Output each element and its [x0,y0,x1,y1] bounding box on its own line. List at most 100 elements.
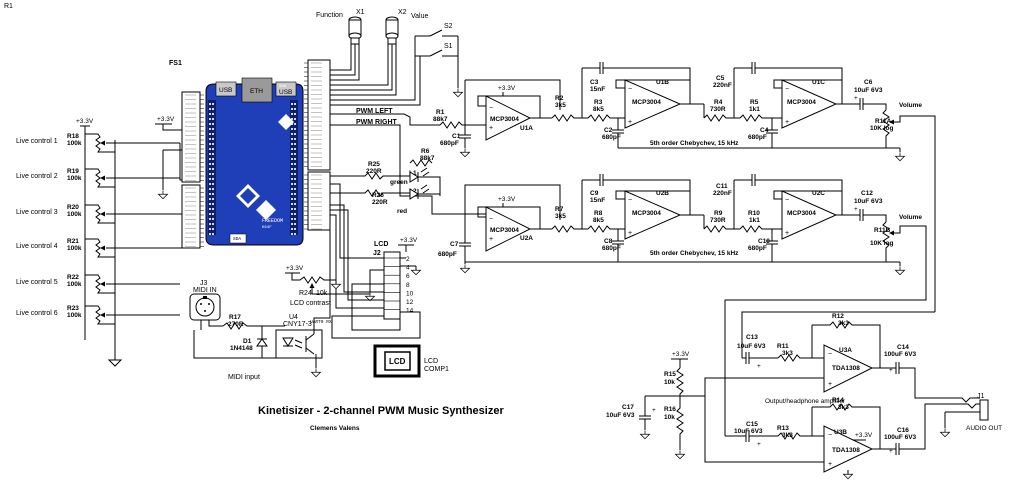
svg-text:+: + [757,363,761,370]
filter-channel-b: C7 680pF +3.3V − + MCP3004 U2A R7 3k5 C9… [438,148,927,436]
lcd-supply-label: +3.3V [400,237,418,244]
encoder-2-label: Value [411,13,428,20]
c15-ref: C15 [746,421,758,428]
u1a-supply-label: +3.3V [498,85,516,92]
r5-value: 1k1 [749,106,760,113]
svg-text:+: + [652,407,656,414]
pot-value: 100k [67,312,82,319]
lcd-header-label: LCD [374,241,388,248]
svg-text:−: − [489,105,493,112]
c10-value: 680pF [748,245,767,252]
pot-row-4: Live control 4 R21 100k [16,238,180,258]
c8-value: 680pF [602,245,621,252]
pwm-signals: PWM LEFT PWM RIGHT R6 88k7 [330,108,438,215]
r3-value: 8k5 [593,106,604,113]
output-amplifier: C13 10uF 6V3 + R11 3k3 R12 3k3 − + U3A T… [606,311,1002,480]
c2-ref: C2 [604,127,613,134]
c17-value: 10uF 6V3 [606,412,635,419]
board-supply-label: +3.3V [157,116,175,123]
svg-text:−: − [828,432,832,439]
pot-a-value: 10K log [870,125,894,132]
r15-value: 10k [664,379,675,386]
live-control-label: Live control 5 [16,279,58,286]
opamp-u1c-icon [781,79,838,129]
pot-row-1: Live control 1 R18 100k [16,133,180,153]
c12-ref: C12 [861,190,873,197]
contrast-label: LCD contrast [290,300,331,307]
svg-text:+: + [628,230,632,237]
r17-ref: R17 [229,314,241,321]
r13-ref: R13 [777,425,789,432]
pot-b-value: 10K log [870,240,894,247]
encoder-knob-icon [348,16,362,45]
header-pin-lines [185,62,322,247]
r1-ref: R1 [436,109,445,116]
amp-u3a-icon [823,344,874,393]
r3-ref: R3 [594,99,603,106]
lcd-pin-number: 6 [406,273,410,280]
volume-b-label: Volume [899,214,922,221]
filter-channel-a: R1 88k7 C1 680pF +3.3V − + MCP3004 U1A R… [432,62,936,312]
r8-ref: R8 [594,210,603,217]
svg-text:+: + [828,461,832,468]
r10-value: 1k1 [749,217,760,224]
midi-connector-ref: J3 [200,280,208,287]
u1a-part: MCP3004 [490,116,519,123]
board-logo-sub: K64F [262,226,272,230]
c13-value: 10uF 6V3 [737,343,766,350]
switch-2-ref: S2 [444,23,453,30]
r6-ref: R6 [421,148,430,155]
opamp-u2c-icon [781,190,838,240]
lcd-module-ref: COMP1 [424,366,449,373]
live-supply-label: +3.3V [76,118,94,125]
pot-value: 100k [67,175,82,182]
r4-value: 730R [710,106,726,113]
pot-row-3: Live control 3 R20 100k [16,204,180,224]
c2-value: 680pF [602,134,621,141]
midi-input-label: MIDI input [228,374,260,381]
svg-text:−: − [785,86,789,93]
d1-value: 1N4148 [230,345,253,352]
amp-u3b-icon [823,425,874,473]
pwm-right-label: PWM RIGHT [356,119,398,126]
uart-label: UART0 RX [310,319,332,325]
c9-ref: C9 [590,190,599,197]
ethernet-port [241,77,273,103]
contrast-supply-label: +3.3V [286,265,304,272]
u2c-ref: U2C [812,190,825,197]
r4-ref: R4 [714,99,723,106]
u4-ref: U4 [289,314,298,321]
pot-ref: R19 [67,168,79,175]
u3a-ref: U3A [839,347,852,354]
lcd-pin-number: 10 [406,290,414,297]
board-badge [229,233,247,244]
live-controls: +3.3V Live control 1 R18 100k Live contr… [16,118,182,367]
leds: R25 220R R26 220R L1 green L2 red [330,161,441,215]
c14-ref: C14 [897,344,909,351]
u2b-ref: U2B [656,190,669,197]
bias-supply-label: +3.3V [672,351,690,358]
board-ref: FS1 [169,60,182,67]
pot-row-2: Live control 2 R19 100k [16,168,180,188]
r25-value: 220R [366,168,382,175]
pot-ref: R23 [67,305,79,312]
l2-color: red [397,208,407,215]
u3b-part: TDA1308 [832,447,860,454]
live-control-label: Live control 2 [16,173,58,180]
c11-ref: C11 [716,183,728,190]
corner-label: R1 [4,3,13,10]
svg-text:−: − [628,86,632,93]
c16-value: 100uF 6V3 [884,434,917,441]
encoder-2-ref: X2 [398,9,407,16]
board-logo-text: FREEDOM [262,218,283,224]
u2b-part: MCP3004 [632,210,661,217]
r26-ref: R26 [372,192,384,199]
c7-ref: C7 [450,241,459,248]
r15-ref: R15 [664,371,676,378]
u3a-part: TDA1308 [832,365,860,372]
usb-port-1-label: USB [219,87,232,94]
r9-value: 730R [710,217,726,224]
